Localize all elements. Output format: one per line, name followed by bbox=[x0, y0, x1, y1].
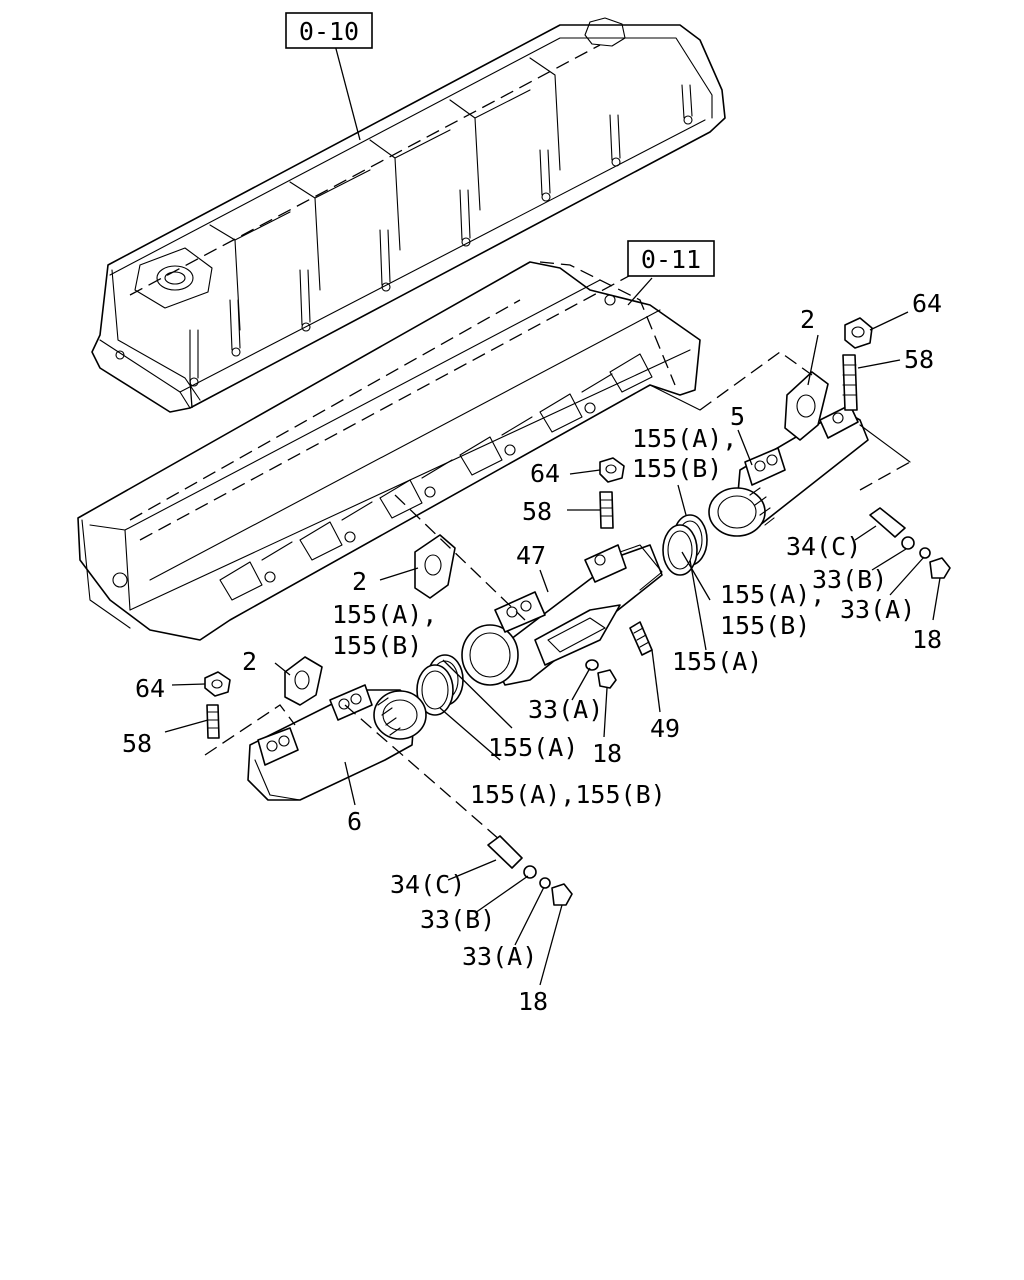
callout-34c-right[interactable]: 34(C) bbox=[786, 532, 861, 561]
callout-18-bottom[interactable]: 18 bbox=[518, 987, 548, 1016]
callout-2-right[interactable]: 2 bbox=[800, 305, 815, 334]
pipe-47-drawing bbox=[394, 457, 663, 716]
callout-33a-middle[interactable]: 33(A) bbox=[528, 695, 603, 724]
part-callouts: 64 58 2 5 155(A), 155(B) 64 58 47 2 155(… bbox=[122, 289, 942, 1016]
callout-18-middle[interactable]: 18 bbox=[592, 739, 622, 768]
callout-34c-bottom[interactable]: 34(C) bbox=[390, 870, 465, 899]
leader-lines bbox=[164, 311, 941, 986]
callout-155a-comma-mid-right[interactable]: 155(A), bbox=[720, 580, 825, 609]
callout-33a-right[interactable]: 33(A) bbox=[840, 595, 915, 624]
callout-155ab-bottom[interactable]: 155(A),155(B) bbox=[470, 780, 666, 809]
callout-155b-right[interactable]: 155(B) bbox=[632, 454, 722, 483]
callout-18-right[interactable]: 18 bbox=[912, 625, 942, 654]
ref-label-head-cover[interactable]: 0-10 bbox=[299, 17, 359, 46]
ref-box-head-cover bbox=[285, 12, 373, 49]
callout-155b-mid-right[interactable]: 155(B) bbox=[720, 611, 810, 640]
callout-64-left[interactable]: 64 bbox=[135, 674, 165, 703]
callout-155a-middle[interactable]: 155(A) bbox=[488, 733, 578, 762]
callout-5[interactable]: 5 bbox=[730, 402, 745, 431]
pipe-5-drawing bbox=[649, 317, 951, 579]
callout-6[interactable]: 6 bbox=[347, 807, 362, 836]
callout-2-middle[interactable]: 2 bbox=[352, 567, 367, 596]
pipe-6-drawing bbox=[204, 656, 573, 906]
ref-label-cylinder-head[interactable]: 0-11 bbox=[641, 245, 701, 274]
callout-2-left[interactable]: 2 bbox=[242, 647, 257, 676]
callout-155a-comma-right[interactable]: 155(A), bbox=[632, 424, 737, 453]
cylinder-head-drawing bbox=[77, 261, 701, 641]
callout-155a-right[interactable]: 155(A) bbox=[672, 647, 762, 676]
callout-155a-comma-left[interactable]: 155(A), bbox=[332, 600, 437, 629]
head-cover-drawing bbox=[91, 17, 726, 413]
callout-155b-left[interactable]: 155(B) bbox=[332, 631, 422, 660]
callout-33a-bottom[interactable]: 33(A) bbox=[462, 942, 537, 971]
callout-58-top[interactable]: 58 bbox=[904, 345, 934, 374]
ref-box-cylinder-head bbox=[627, 240, 715, 277]
callout-33b-right[interactable]: 33(B) bbox=[812, 565, 887, 594]
callout-64-middle[interactable]: 64 bbox=[530, 459, 560, 488]
callout-49[interactable]: 49 bbox=[650, 714, 680, 743]
callout-47[interactable]: 47 bbox=[516, 541, 546, 570]
callout-33b-bottom[interactable]: 33(B) bbox=[420, 905, 495, 934]
callout-64-top[interactable]: 64 bbox=[912, 289, 942, 318]
callout-58-middle[interactable]: 58 bbox=[522, 497, 552, 526]
callout-58-left[interactable]: 58 bbox=[122, 729, 152, 758]
